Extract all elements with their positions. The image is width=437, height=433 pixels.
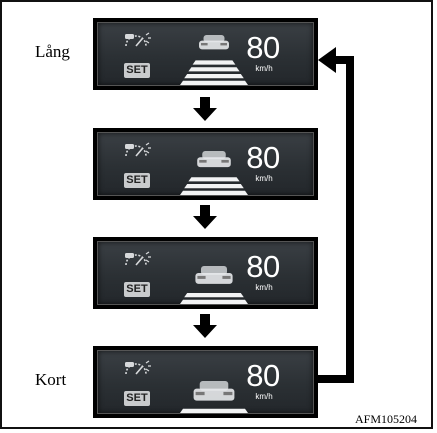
distance-bar	[188, 177, 240, 182]
distance-bar	[184, 74, 244, 79]
distance-bar	[180, 80, 248, 85]
cruise-gauge-icon	[125, 251, 151, 266]
down-arrow-2	[193, 205, 217, 229]
figure-code: AFM105204	[355, 412, 418, 426]
set-badge: SET	[124, 63, 150, 78]
speed-unit: km/h	[255, 64, 273, 73]
road-distance-graphic	[180, 381, 248, 413]
distance-bar	[184, 184, 244, 189]
display-screen: SET 80 km/h	[97, 241, 314, 305]
speed-unit: km/h	[255, 283, 273, 292]
display-screen: SET 80 km/h	[97, 22, 314, 86]
speed-value: 80	[246, 358, 280, 393]
cruise-gauge-icon	[125, 360, 151, 375]
speed-value: 80	[246, 140, 280, 175]
preceding-vehicle-icon	[197, 151, 231, 168]
display-screen: SET 80 km/h	[97, 350, 314, 414]
speed-value: 80	[246, 30, 280, 65]
distance-bar	[180, 190, 248, 195]
distance-bar	[180, 408, 248, 413]
preceding-vehicle-icon	[195, 266, 233, 284]
road-distance-graphic	[180, 35, 248, 85]
road-distance-graphic	[180, 266, 248, 304]
cruise-gauge-icon	[125, 142, 151, 157]
speed-value: 80	[246, 249, 280, 284]
distance-bar	[184, 293, 244, 298]
down-arrow-1	[193, 97, 217, 121]
distance-bar	[188, 67, 240, 72]
set-badge: SET	[124, 282, 150, 297]
road-distance-graphic	[180, 151, 248, 195]
display-screen: SET 80 km/h	[97, 132, 314, 196]
display-panel: SET 80 km/h	[93, 18, 318, 90]
label-long: Lång	[35, 42, 70, 61]
display-panel: SET 80 km/h	[93, 237, 318, 309]
distance-bar	[180, 299, 248, 304]
set-badge: SET	[124, 391, 150, 406]
speed-unit: km/h	[255, 392, 273, 401]
display-panel: SET 80 km/h	[93, 128, 318, 200]
down-arrow-3	[193, 314, 217, 338]
display-panel: SET 80 km/h	[93, 346, 318, 418]
speed-unit: km/h	[255, 174, 273, 183]
distance-bar	[192, 60, 236, 65]
cruise-gauge-icon	[125, 32, 151, 47]
preceding-vehicle-icon	[193, 381, 235, 401]
set-badge: SET	[124, 173, 150, 188]
preceding-vehicle-icon	[199, 35, 229, 50]
label-short: Kort	[35, 370, 67, 389]
